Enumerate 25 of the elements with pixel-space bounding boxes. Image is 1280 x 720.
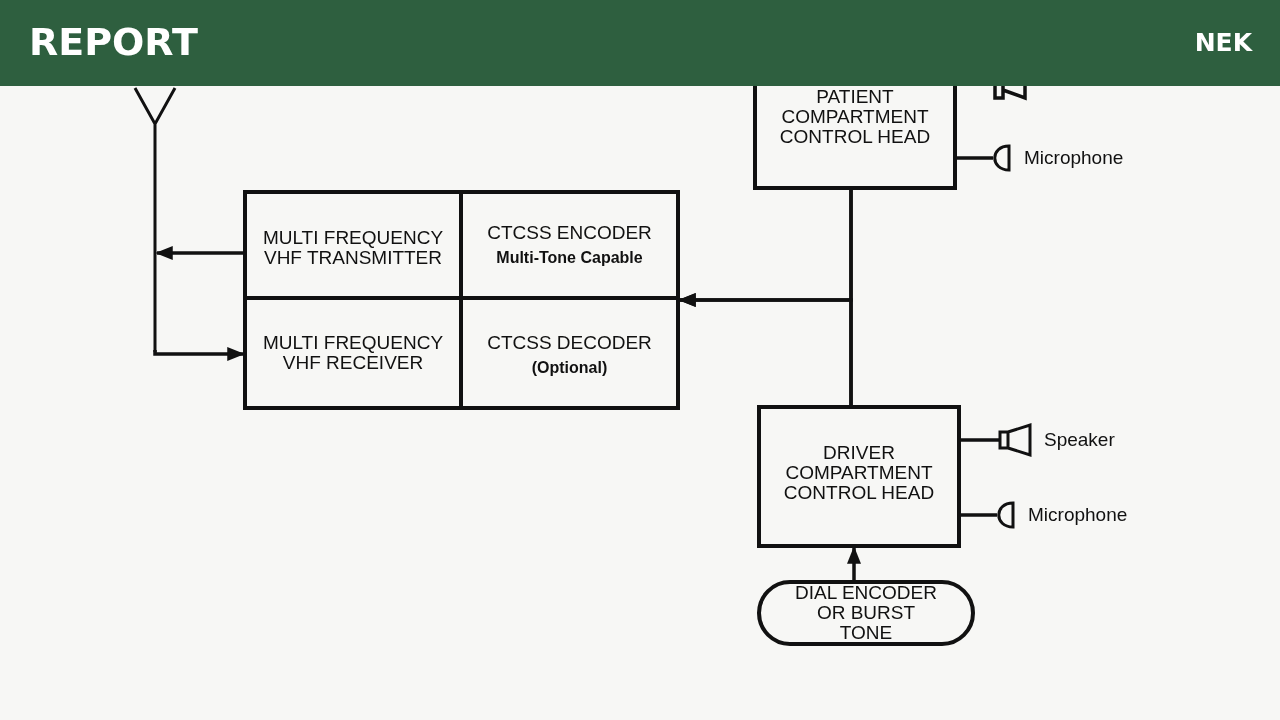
unit-label: DRIVER COMPARTMENT CONTROL HEAD bbox=[782, 443, 936, 503]
device-label: Speaker bbox=[1044, 429, 1115, 451]
connector-line bbox=[849, 190, 853, 405]
unit-label: MULTI FREQUENCY VHF TRANSMITTER bbox=[261, 228, 445, 268]
arrow bbox=[153, 347, 245, 361]
connector-line bbox=[961, 513, 997, 517]
unit-label: MULTI FREQUENCY VHF RECEIVER bbox=[261, 333, 445, 373]
signal-source-pill bbox=[757, 580, 975, 646]
unit-cell bbox=[247, 194, 463, 300]
connector-line bbox=[957, 156, 993, 160]
control-head-box bbox=[757, 405, 961, 548]
unit-label: PATIENT COMPARTMENT CONTROL HEAD bbox=[778, 87, 932, 147]
radio-unit-box bbox=[243, 190, 680, 410]
unit-note: (Optional) bbox=[531, 359, 608, 377]
unit-label: DIAL ENCODER OR BURST TONE bbox=[794, 583, 938, 643]
header-tag: NEK bbox=[1194, 28, 1252, 57]
arrow bbox=[847, 546, 861, 580]
unit-label: CTCSS DECODER bbox=[487, 333, 652, 353]
unit-note: Multi-Tone Capable bbox=[496, 249, 643, 267]
unit-label: CTCSS ENCODER bbox=[487, 223, 652, 243]
connector-line bbox=[961, 438, 1000, 442]
device-label: Microphone bbox=[1028, 504, 1128, 526]
report-title: REPORT bbox=[29, 20, 198, 64]
device-label: Microphone bbox=[1024, 147, 1124, 169]
arrow bbox=[155, 246, 243, 260]
